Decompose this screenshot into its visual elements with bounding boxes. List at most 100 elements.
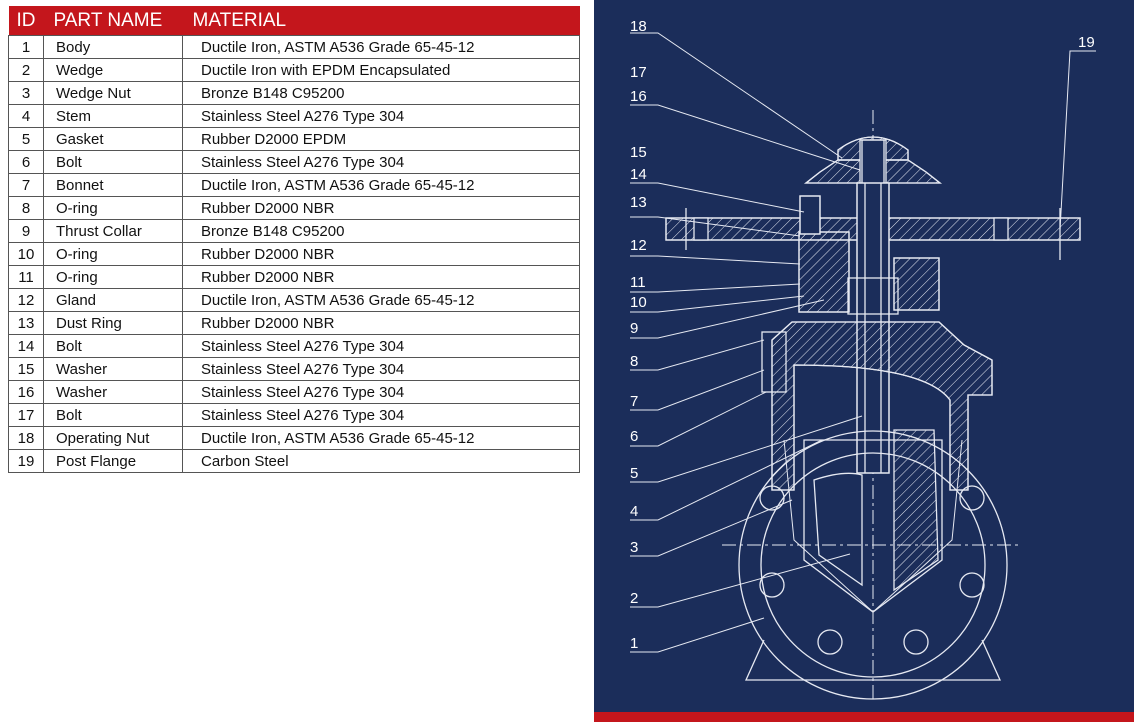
callout-label: 12 (630, 237, 647, 254)
part-material: Stainless Steel A276 Type 304 (182, 150, 580, 174)
part-material: Bronze B148 C95200 (182, 219, 580, 243)
part-id: 11 (8, 265, 44, 289)
part-name: Gasket (43, 127, 183, 151)
callout-label: 9 (630, 320, 638, 337)
part-name: O-ring (43, 242, 183, 266)
part-material: Stainless Steel A276 Type 304 (182, 357, 580, 381)
callout-label: 10 (630, 294, 647, 311)
part-id: 3 (8, 81, 44, 105)
part-id: 12 (8, 288, 44, 312)
panel-red-bar (594, 712, 1134, 722)
callout-label: 4 (630, 503, 638, 520)
table-header-row: ID PART NAME MATERIAL (8, 6, 580, 36)
part-name: Post Flange (43, 449, 183, 473)
part-name: O-ring (43, 196, 183, 220)
callout-label: 14 (630, 166, 647, 183)
part-name: Gland (43, 288, 183, 312)
part-name: O-ring (43, 265, 183, 289)
part-material: Rubber D2000 NBR (182, 196, 580, 220)
part-id: 1 (8, 35, 44, 59)
part-id: 5 (8, 127, 44, 151)
part-name: Bolt (43, 150, 183, 174)
part-id: 13 (8, 311, 44, 335)
valve-geometry (665, 110, 1081, 700)
part-name: Washer (43, 380, 183, 404)
part-material: Ductile Iron, ASTM A536 Grade 65-45-12 (182, 288, 580, 312)
part-material: Stainless Steel A276 Type 304 (182, 104, 580, 128)
part-name: Body (43, 35, 183, 59)
part-material: Stainless Steel A276 Type 304 (182, 334, 580, 358)
part-id: 19 (8, 449, 44, 473)
callout-label: 16 (630, 88, 647, 105)
part-name: Stem (43, 104, 183, 128)
part-id: 9 (8, 219, 44, 243)
part-id: 17 (8, 403, 44, 427)
part-name: Operating Nut (43, 426, 183, 450)
part-material: Carbon Steel (182, 449, 580, 473)
part-material: Rubber D2000 NBR (182, 242, 580, 266)
part-id: 6 (8, 150, 44, 174)
part-name: Bolt (43, 334, 183, 358)
part-name: Washer (43, 357, 183, 381)
callout-label: 11 (630, 274, 646, 291)
part-material: Bronze B148 C95200 (182, 81, 580, 105)
callout-label: 18 (630, 18, 647, 35)
part-id: 18 (8, 426, 44, 450)
callout-label: 19 (1078, 34, 1095, 51)
callout-label: 13 (630, 194, 647, 211)
part-id: 8 (8, 196, 44, 220)
callout-label: 15 (630, 144, 647, 161)
callout-label: 7 (630, 393, 638, 410)
callout-label: 3 (630, 539, 638, 556)
header-material: MATERIAL (182, 6, 580, 36)
part-material: Ductile Iron, ASTM A536 Grade 65-45-12 (182, 173, 580, 197)
part-id: 15 (8, 357, 44, 381)
part-id: 4 (8, 104, 44, 128)
part-material: Rubber D2000 EPDM (182, 127, 580, 151)
callout-label: 17 (630, 64, 647, 81)
part-id: 16 (8, 380, 44, 404)
header-part-name: PART NAME (43, 6, 183, 36)
part-material: Ductile Iron with EPDM Encapsulated (182, 58, 580, 82)
part-id: 14 (8, 334, 44, 358)
callout-label: 2 (630, 590, 638, 607)
part-material: Stainless Steel A276 Type 304 (182, 380, 580, 404)
part-name: Wedge (43, 58, 183, 82)
part-id: 2 (8, 58, 44, 82)
part-material: Ductile Iron, ASTM A536 Grade 65-45-12 (182, 426, 580, 450)
part-id: 10 (8, 242, 44, 266)
part-name: Thrust Collar (43, 219, 183, 243)
part-name: Wedge Nut (43, 81, 183, 105)
part-name: Bonnet (43, 173, 183, 197)
callout-label: 5 (630, 465, 638, 482)
part-material: Ductile Iron, ASTM A536 Grade 65-45-12 (182, 35, 580, 59)
part-name: Bolt (43, 403, 183, 427)
callout-label: 6 (630, 428, 638, 445)
part-material: Rubber D2000 NBR (182, 265, 580, 289)
header-id: ID (8, 6, 44, 36)
part-name: Dust Ring (43, 311, 183, 335)
leader-lines (630, 32, 1096, 653)
